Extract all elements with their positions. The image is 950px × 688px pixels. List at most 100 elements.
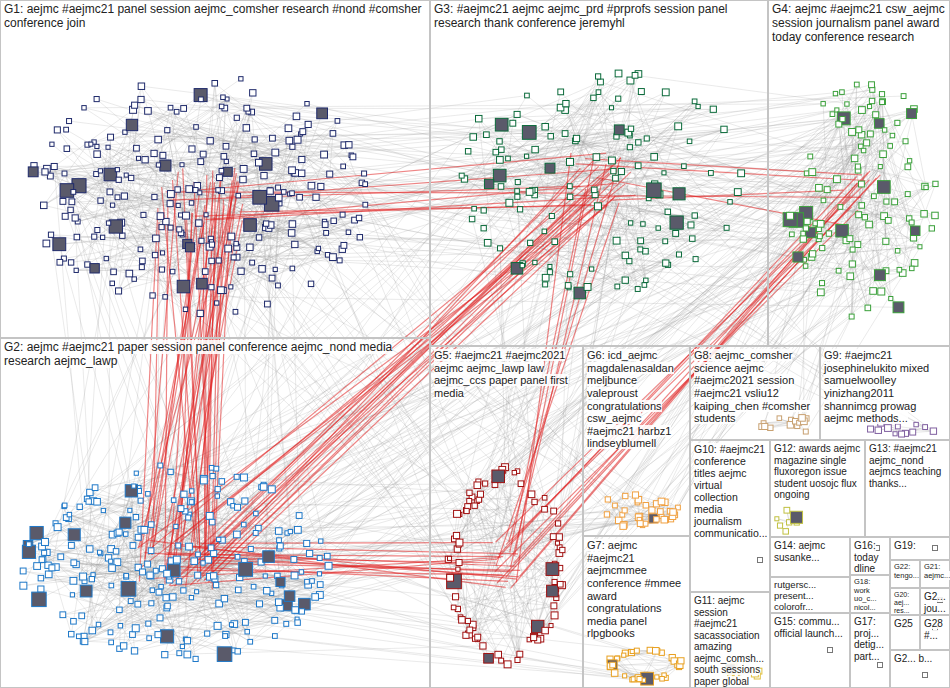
graph-edge [83, 99, 618, 642]
graph-vertex [316, 246, 320, 250]
graph-vertex [273, 267, 277, 271]
graph-vertex [250, 260, 255, 265]
graph-edge [534, 101, 872, 637]
graph-vertex [363, 202, 368, 207]
graph-edge [153, 295, 899, 307]
graph-vertex [289, 221, 296, 228]
graph-vertex [228, 233, 235, 240]
graph-vertex [28, 167, 38, 177]
graph-vertex [120, 233, 125, 238]
graph-edge-heavy [178, 180, 232, 575]
graph-edge [57, 130, 185, 309]
graph-vertex [239, 77, 243, 81]
graph-edge-heavy [204, 172, 631, 581]
graph-vertex [293, 113, 300, 120]
graph-vertex [161, 251, 165, 255]
graph-edge [52, 226, 116, 567]
graph-vertex [175, 187, 180, 192]
graph-edge-heavy [185, 153, 606, 191]
graph-edge-heavy [149, 165, 612, 549]
graph-edge-heavy [496, 176, 857, 559]
graph-edge-heavy [152, 217, 215, 555]
graph-edge [149, 114, 911, 639]
graph-vertex [85, 262, 90, 267]
graph-edge [862, 110, 912, 268]
graph-edge [806, 228, 932, 431]
graph-edge [628, 92, 665, 132]
graph-edge [269, 110, 862, 557]
graph-vertex [41, 202, 47, 208]
graph-vertex [350, 154, 356, 160]
graph-vertex [240, 176, 246, 182]
graph-edge [566, 74, 639, 104]
graph-edge [201, 95, 349, 145]
graph-edge [63, 201, 190, 247]
graph-edge [612, 75, 635, 160]
graph-vertex [212, 81, 218, 87]
graph-vertex [209, 258, 215, 264]
graph-vertex [159, 267, 164, 272]
graph-vertex [142, 157, 148, 163]
graph-vertex [193, 188, 198, 193]
graph-edge [237, 517, 640, 535]
graph-vertex [116, 288, 122, 294]
graph-vertex [167, 201, 173, 207]
graph-vertex [106, 145, 110, 149]
graph-vertex [64, 146, 70, 152]
graph-edge-heavy [576, 164, 866, 181]
graph-edge [210, 141, 812, 172]
graph-edge [362, 141, 906, 183]
graph-edge [154, 153, 637, 502]
graph-vertex [322, 222, 328, 228]
network-edges [23, 73, 935, 680]
graph-vertex [207, 138, 213, 144]
graph-vertex [247, 244, 253, 250]
graph-edge-heavy [611, 190, 844, 200]
graph-edge [82, 616, 632, 680]
graph-vertex [289, 167, 296, 174]
graph-edge [167, 79, 241, 130]
graph-vertex [197, 278, 208, 289]
graph-vertex [292, 241, 298, 247]
graph-edge [119, 146, 860, 609]
graph-vertex [318, 183, 324, 189]
graph-edge [201, 99, 622, 514]
graph-vertex [160, 160, 171, 171]
graph-vertex [189, 201, 193, 205]
graph-edge [140, 249, 820, 292]
graph-vertex [216, 188, 221, 193]
graph-vertex [305, 102, 309, 106]
graph-edge [141, 524, 645, 530]
graph-edge [216, 130, 859, 585]
graph-edge-heavy [520, 183, 857, 576]
graph-edge [280, 74, 638, 582]
graph-edge [29, 257, 798, 544]
graph-vertex [124, 173, 128, 177]
graph-edge [34, 166, 279, 198]
graph-vertex [67, 119, 72, 124]
graph-vertex [129, 175, 134, 180]
graph-vertex [337, 258, 342, 263]
graph-edge [116, 226, 190, 247]
graph-edge [882, 102, 925, 186]
graph-vertex [331, 218, 336, 223]
graph-vertex [256, 235, 261, 240]
graph-edge [454, 553, 559, 581]
graph-edge-heavy [174, 194, 592, 586]
graph-edge [52, 568, 71, 634]
graph-edge [237, 121, 337, 257]
graph-vertex [340, 212, 345, 217]
graph-vertex [170, 269, 175, 274]
graph-edge [84, 108, 275, 153]
graph-vertex [219, 104, 224, 109]
graph-edge-heavy [173, 180, 198, 545]
graph-vertex [199, 97, 204, 102]
graph-vertex [223, 167, 232, 176]
graph-edge [344, 145, 477, 501]
graph-vertex [54, 127, 60, 133]
graph-vertex [94, 151, 100, 157]
graph-edge [59, 244, 167, 636]
graph-vertex [321, 151, 328, 158]
graph-edge [120, 543, 557, 626]
graph-edge [280, 582, 465, 635]
